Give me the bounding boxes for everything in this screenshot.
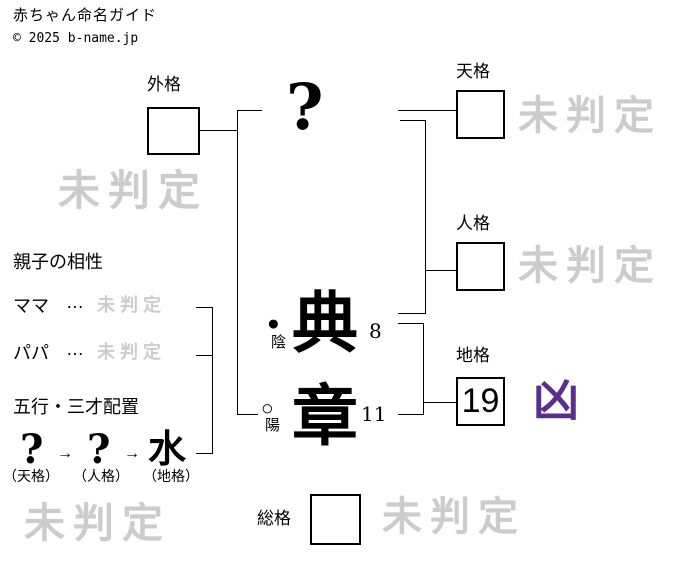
mama-result: 未判定 [97,295,166,316]
jinkaku-box [456,242,505,291]
compatibility-heading: 親子の相性 [13,252,103,272]
papa-label: パパ [13,343,49,363]
connector-line [398,313,426,314]
gogyo-jinkaku-element: ? [87,426,111,473]
sotokaku-label: 外格 [147,75,181,94]
connector-line [398,323,424,324]
yin-mark-icon: ● [267,312,280,335]
tenkaku-label: 天格 [456,62,490,81]
connector-line [237,110,262,111]
yin-label: 陰 [271,334,287,351]
copyright-text: © 2025 b-name.jp [13,31,139,46]
mama-separator: … [66,292,84,312]
gogyo-chikaku-label: （地格） [143,468,199,484]
tenkaku-box [456,90,505,139]
chikaku-box: 19 [456,377,505,426]
name-char-2-strokes: 11 [361,402,387,426]
connector-line [237,110,238,415]
connector-line [423,323,424,415]
chikaku-result-bad: 凶 [533,373,579,427]
name-char-2: 章 [292,377,358,455]
mama-label: ママ [13,296,49,316]
chikaku-value: 19 [461,382,500,420]
arrow-icon: → [124,445,140,462]
tenkaku-result-watermark: 未判定 [518,92,662,139]
connector-line [237,414,258,415]
gogyo-tenkaku-element: ? [20,426,44,473]
name-char-1-strokes: 8 [369,319,382,343]
jinkaku-result-watermark: 未判定 [518,242,662,289]
bracket-line [212,307,213,454]
sotokaku-box [147,107,200,155]
name-char-1: 典 [292,284,358,362]
gogyo-jinkaku-label: （人格） [73,468,129,484]
arrow-icon: → [57,445,73,462]
connector-line [398,414,424,415]
yang-mark-icon: ○ [261,397,274,420]
soukaku-box [310,494,361,545]
bracket-line [196,307,212,308]
gogyo-chikaku-element: 水 [148,426,187,471]
yang-label: 陽 [265,417,281,434]
connector-line [400,120,426,121]
connector-line [425,120,426,314]
papa-separator: … [66,339,84,359]
connector-line [423,402,456,403]
soukaku-label: 総格 [257,509,291,528]
connector-line [398,110,456,111]
jinkaku-label: 人格 [456,214,490,233]
connector-line [425,270,456,271]
papa-result: 未判定 [97,342,166,363]
chikaku-label: 地格 [456,346,490,365]
bracket-line [196,355,212,356]
soukaku-result-watermark: 未判定 [382,493,526,540]
sotokaku-result-watermark: 未判定 [58,166,209,215]
bracket-line [196,453,212,454]
gogyo-heading: 五行・三才配置 [13,397,139,417]
gogyo-tenkaku-label: （天格） [3,468,59,484]
surname-placeholder: ? [286,70,324,145]
site-title: 赤ちゃん命名ガイド [13,7,158,24]
connector-line [198,130,238,131]
bottom-left-watermark: 未判定 [24,499,171,547]
